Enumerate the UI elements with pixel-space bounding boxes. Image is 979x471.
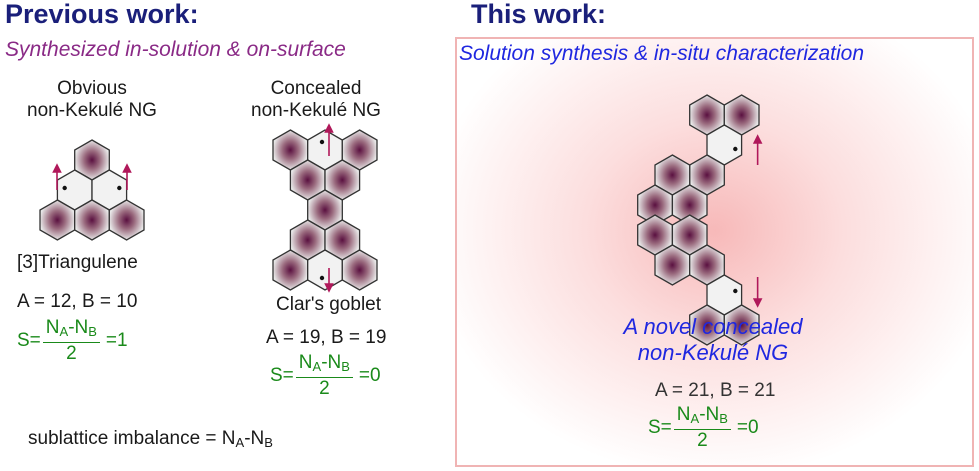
goblet-name: Clar's goblet: [276, 294, 382, 315]
radical-dot: [319, 275, 325, 281]
previous-work-subheading: Synthesized in-solution & on-surface: [5, 38, 346, 61]
this-work-subheading: Solution synthesis & in-situ characteriz…: [459, 42, 865, 65]
imbalance-text: sublattice imbalance = N: [28, 428, 236, 449]
triangulene-name: [3]Triangulene: [17, 252, 138, 273]
radical-dot: [733, 288, 738, 294]
spin-fraction: NA-NB 2: [295, 352, 353, 399]
concealed-title-line2: non-Kekulé NG: [251, 100, 381, 121]
fraction-numerator: NA-NB: [42, 317, 100, 343]
aromatic-ring: [108, 199, 145, 241]
fraction-denominator: 2: [697, 430, 708, 451]
clars-goblet-molecule: [272, 123, 378, 293]
novel-spin-formula: S= NA-NB 2 =0: [648, 404, 759, 451]
triangulene-spin-formula: S= NA-NB 2 =1: [17, 317, 128, 364]
triangulene-counts: A = 12, B = 10: [17, 291, 138, 312]
radical-dot: [319, 139, 325, 145]
fraction-numerator: NA-NB: [673, 404, 731, 430]
novel-counts: A = 21, B = 21: [655, 380, 776, 401]
spin-fraction: NA-NB 2: [673, 404, 731, 451]
spin-value: =1: [105, 329, 128, 351]
obvious-ng-title: Obvious non-Kekulé NG: [27, 78, 157, 122]
this-work-heading: This work:: [471, 0, 607, 29]
radical-dot: [62, 185, 67, 191]
radical-dot: [733, 146, 738, 152]
concealed-title-line1: Concealed: [270, 78, 362, 99]
goblet-spin-formula: S= NA-NB 2 =0: [270, 352, 381, 399]
fraction-denominator: 2: [319, 378, 330, 399]
novel-title-line1: A novel concealed: [623, 314, 803, 339]
fraction-denominator: 2: [66, 343, 77, 364]
novel-ng-title: A novel concealed non-Kekulé NG: [624, 314, 803, 366]
aromatic-ring: [723, 304, 760, 346]
radical-dot: [117, 185, 122, 191]
spin-prefix: S=: [17, 329, 41, 351]
novel-ng-molecule: [637, 94, 763, 346]
triangulene-molecule: [39, 139, 145, 241]
spin-value: =0: [358, 364, 381, 386]
obvious-title-line2: non-Kekulé NG: [27, 100, 157, 121]
goblet-counts: A = 19, B = 19: [266, 327, 387, 348]
obvious-title-line1: Obvious: [57, 78, 127, 99]
spin-fraction: NA-NB 2: [42, 317, 100, 364]
concealed-ng-title: Concealed non-Kekulé NG: [251, 78, 381, 122]
novel-title-line2: non-Kekulé NG: [637, 340, 789, 365]
sublattice-imbalance-note: sublattice imbalance = NA-NB: [28, 428, 273, 450]
spin-prefix: S=: [270, 364, 294, 386]
previous-work-heading: Previous work:: [5, 0, 199, 29]
spin-prefix: S=: [648, 416, 672, 438]
spin-value: =0: [736, 416, 759, 438]
aromatic-ring: [341, 249, 378, 291]
fraction-numerator: NA-NB: [295, 352, 353, 378]
